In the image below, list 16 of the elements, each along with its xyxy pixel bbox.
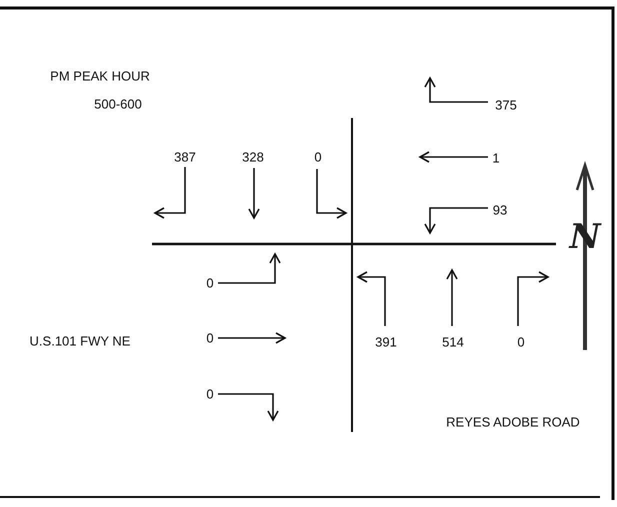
time-period: 500-600 (94, 98, 142, 110)
volume-count: 0 (206, 276, 214, 290)
street-name: REYES ADOBE ROAD (446, 416, 580, 428)
volume-count: 0 (314, 150, 322, 164)
title: PM PEAK HOUR (50, 70, 150, 82)
volume-count: 93 (492, 204, 508, 216)
volume-count: 0 (206, 388, 214, 400)
volume-count: 0 (206, 332, 214, 344)
street-name: U.S.101 FWY NE (30, 334, 130, 348)
volume-count: 0 (517, 336, 525, 348)
volume-count: 1 (492, 152, 500, 164)
volume-count: 375 (495, 98, 517, 112)
volume-count: 391 (375, 336, 397, 348)
volume-count: 328 (242, 150, 264, 164)
volume-count: 387 (174, 150, 196, 164)
volume-count: 514 (442, 336, 464, 348)
